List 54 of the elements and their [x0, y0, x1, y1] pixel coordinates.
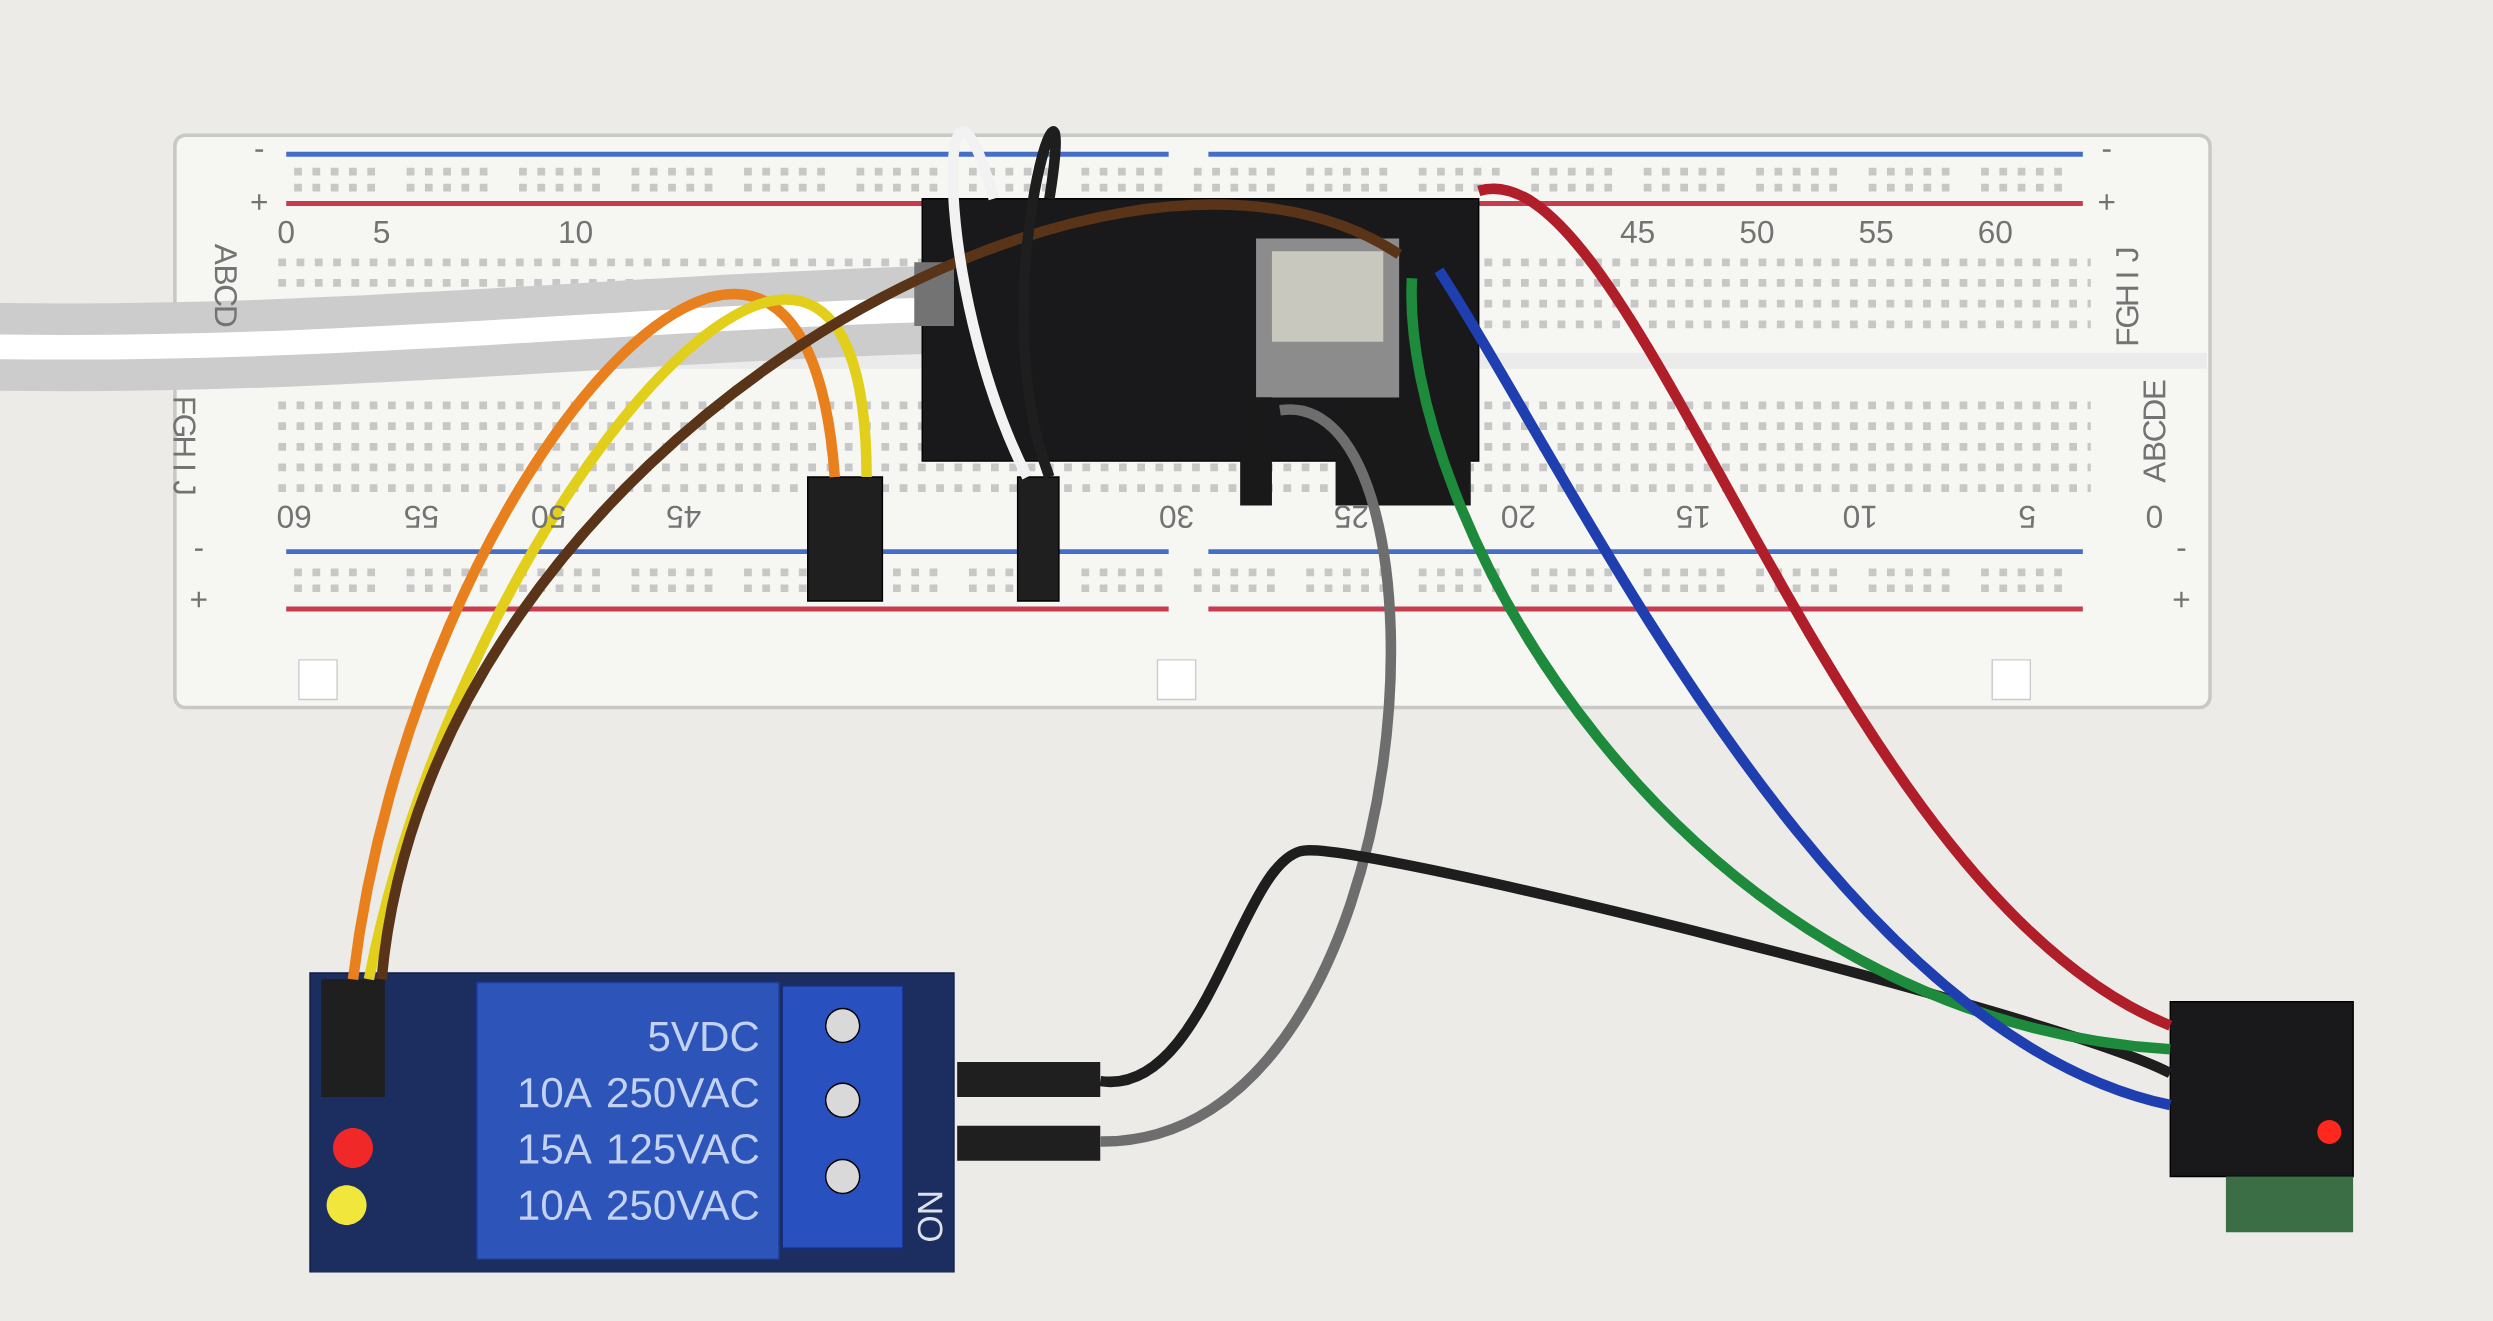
breadboard-label: E — [2143, 380, 2166, 398]
breadboard-label: + — [251, 194, 267, 210]
breadboard-label: 55 — [405, 505, 438, 528]
breadboard-label: G — [2116, 306, 2139, 327]
breadboard-label: - — [194, 548, 203, 551]
breadboard-label: J — [173, 480, 196, 494]
relay-block: 5VDC 10A 250VAC 15A 125VAC 10A 250VAC — [476, 981, 780, 1260]
sensor-module — [2169, 1000, 2354, 1233]
wire — [947, 127, 1032, 480]
breadboard-label: I — [2116, 273, 2139, 277]
jumper-connector — [807, 476, 884, 602]
breadboard-label: - — [255, 149, 264, 152]
breadboard-label: F — [2116, 328, 2139, 345]
breadboard-label: 60 — [277, 505, 311, 528]
breadboard-label: 0 — [2146, 505, 2162, 528]
breadboard-label: I — [173, 465, 196, 469]
breadboard-label: 15 — [1677, 505, 1709, 528]
breadboard-label: D — [2143, 400, 2166, 419]
breadboard-label: H — [2116, 286, 2139, 305]
breadboard-label: A — [214, 243, 237, 265]
breadboard-label: 10 — [560, 220, 592, 244]
breadboard-label: C — [2143, 420, 2166, 441]
breadboard-label: 20 — [1502, 505, 1535, 528]
jumper-connector — [1016, 476, 1060, 602]
breadboard-label: J — [2116, 248, 2139, 262]
breadboard-label: 30 — [1160, 505, 1193, 528]
breadboard-label: G — [173, 415, 196, 436]
breadboard-label: B — [214, 267, 237, 284]
breadboard-label: A — [2143, 461, 2166, 483]
breadboard-label: F — [173, 398, 196, 414]
breadboard-label: 25 — [1335, 505, 1368, 528]
breadboard-label: - — [2177, 548, 2186, 551]
breadboard-label: + — [2099, 194, 2115, 210]
microcontroller-board — [914, 198, 1480, 506]
breadboard-label: 60 — [1979, 220, 2012, 244]
breadboard-label: 10 — [1843, 505, 1876, 528]
breadboard-label: + — [2173, 591, 2190, 608]
breadboard-label: 55 — [1859, 220, 1893, 243]
breadboard-label: 5 — [2019, 505, 2035, 528]
wire — [376, 199, 1402, 981]
breadboard-label: H — [173, 437, 196, 456]
wire — [1100, 845, 2173, 1087]
breadboard-label: B — [2143, 442, 2166, 460]
breadboard-label: 50 — [1740, 220, 1774, 244]
breadboard-label: 45 — [667, 505, 701, 528]
breadboard-label: 0 — [278, 220, 294, 244]
breadboard-label: 50 — [532, 505, 565, 528]
breadboard-label: D — [214, 307, 237, 327]
breadboard-label: 45 — [1620, 220, 1654, 243]
breadboard-label: C — [214, 285, 237, 306]
breadboard-label: - — [2102, 149, 2111, 152]
breadboard-label: + — [191, 591, 207, 608]
wire — [1478, 185, 2173, 1031]
breadboard-label: 5 — [374, 220, 390, 243]
